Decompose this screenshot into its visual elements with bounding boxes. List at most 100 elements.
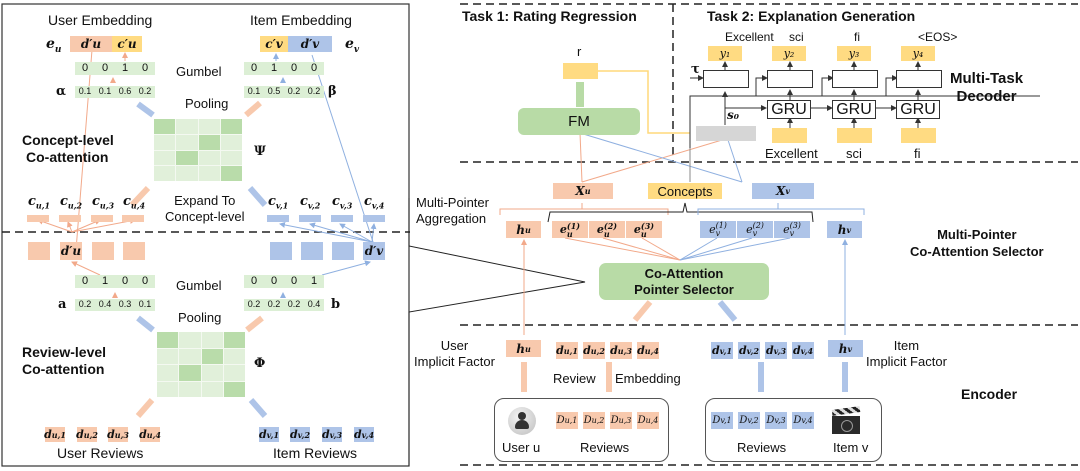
user-input-group <box>494 398 669 462</box>
heatmap-cell <box>223 348 245 364</box>
heatmap-cell <box>198 119 220 134</box>
decoder-output-cell <box>767 70 813 88</box>
item-review-select-box <box>332 242 354 260</box>
alpha-symbol: α <box>56 84 67 99</box>
item-concept-bar <box>267 215 289 222</box>
concept-pooling-label: Pooling <box>185 96 229 111</box>
user-reviews-caption: Reviews <box>580 440 630 455</box>
item-reviews-caption: Reviews <box>737 440 787 455</box>
heatmap-cell <box>176 150 198 166</box>
concept-gumbel-label: Gumbel <box>176 64 222 79</box>
task1-title: Task 1: Rating Regression <box>462 8 637 24</box>
heatmap-cell <box>198 134 220 150</box>
user-avatar-icon <box>508 407 536 435</box>
heatmap-cell <box>220 134 242 150</box>
heatmap-cell <box>157 348 179 364</box>
heatmap-cell <box>179 332 201 348</box>
callout-lines <box>408 198 586 466</box>
beta-symbol: β <box>328 84 337 99</box>
heatmap-cell <box>157 365 179 381</box>
rating-label: r <box>577 44 582 59</box>
user-concept-bar <box>59 215 81 222</box>
heatmap-cell <box>223 365 245 381</box>
item-concept-bar <box>299 215 321 222</box>
user-embedding-title: User Embedding <box>48 12 153 28</box>
item-concept-label: cv,4 <box>364 194 385 211</box>
phi-heatmap <box>157 332 245 397</box>
d-u-prime-box: d′u <box>60 242 82 260</box>
e-v-pointer: e(1)v <box>700 221 736 238</box>
user-review-select-box <box>123 242 145 260</box>
gru-cell-2: GRU <box>832 100 876 119</box>
heatmap-cell <box>179 365 201 381</box>
item-input-group <box>705 398 882 462</box>
fm-module: FM <box>518 108 640 135</box>
tau-symbol: τ <box>691 62 700 77</box>
heatmap-cell <box>198 150 220 166</box>
heatmap-cell <box>220 119 242 134</box>
encoder-section-label: Encoder <box>961 386 1018 402</box>
user-review-select-box <box>92 242 114 260</box>
phi-symbol: Φ <box>254 356 266 371</box>
heatmap-cell <box>176 119 198 134</box>
e-u-pointer: e(3)u <box>626 221 662 238</box>
psi-heatmap <box>154 119 242 181</box>
decoder-output-y: y₁ <box>708 46 742 61</box>
task2-title: Task 2: Explanation Generation <box>707 8 916 24</box>
item-review-select-box <box>270 242 292 260</box>
heatmap-cell <box>201 332 223 348</box>
rating-box <box>563 63 598 79</box>
item-concept-label: cv,2 <box>300 194 321 211</box>
pool-arrow <box>136 101 155 118</box>
decoder-input-word: sci <box>846 146 862 161</box>
decoder-output-y: y₃ <box>837 46 871 61</box>
concepts-box: Concepts <box>648 183 722 199</box>
decoder-input-box <box>901 128 936 143</box>
user-concept-label: cu,3 <box>92 194 115 211</box>
heatmap-cell <box>201 365 223 381</box>
heatmap-cell <box>157 381 179 397</box>
heatmap-cell <box>154 166 176 181</box>
heatmap-cell <box>220 166 242 181</box>
gru-cell-3: GRU <box>896 100 940 119</box>
item-concept-bar <box>363 215 385 222</box>
heatmap-cell <box>179 348 201 364</box>
heatmap-cell <box>179 381 201 397</box>
decoder-output-cell <box>896 70 942 88</box>
item-reviews-label: Item Reviews <box>273 445 358 461</box>
user-concept-bar <box>91 215 113 222</box>
heatmap-cell <box>220 150 242 166</box>
item-concept-label: cv,1 <box>268 194 289 211</box>
user-concept-label: cu,2 <box>60 194 83 211</box>
e-u-symbol: eu <box>46 36 62 55</box>
heatmap-cell <box>154 134 176 150</box>
